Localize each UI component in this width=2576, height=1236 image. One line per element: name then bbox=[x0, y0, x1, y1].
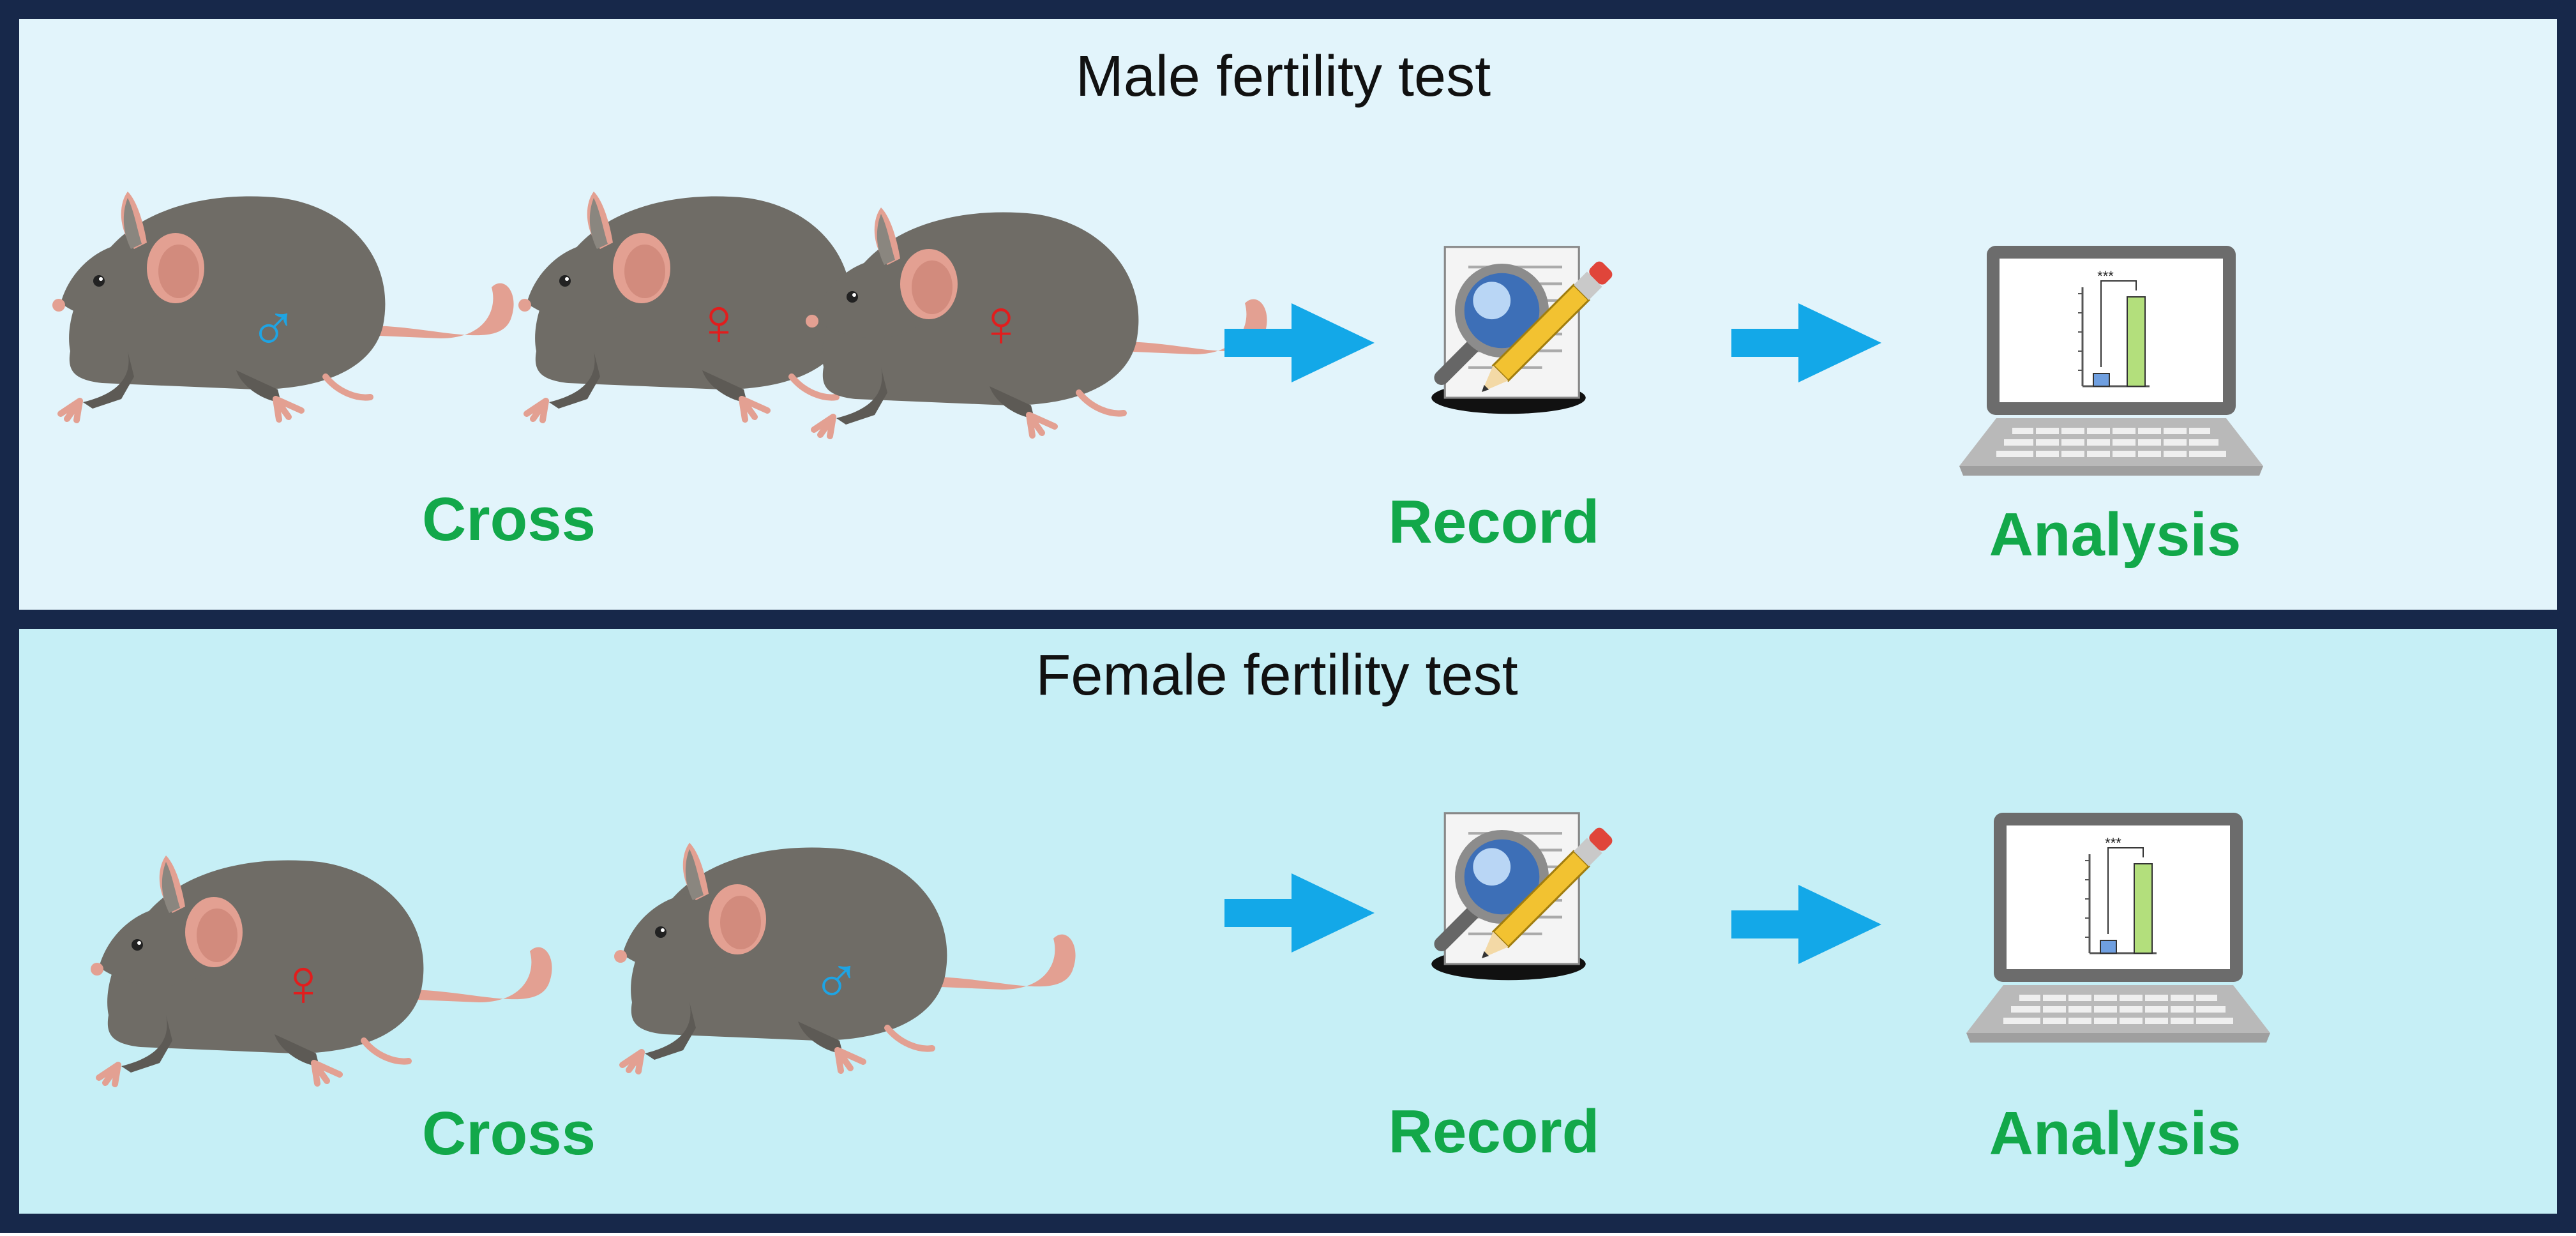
female-symbol: ♀ bbox=[694, 285, 744, 359]
panel-title: Male fertility test bbox=[1076, 45, 1491, 109]
female-symbol: ♀ bbox=[976, 286, 1027, 361]
step-label-record: Record bbox=[1389, 488, 1600, 556]
panel-title: Female fertility test bbox=[1036, 644, 1518, 707]
step-label-cross: Cross bbox=[422, 485, 596, 554]
step-label-cross: Cross bbox=[422, 1099, 596, 1168]
step-label-record: Record bbox=[1389, 1097, 1600, 1166]
step-label-analysis: Analysis bbox=[1989, 501, 2241, 569]
significance-label: *** bbox=[2105, 835, 2121, 851]
step-label-analysis: Analysis bbox=[1989, 1099, 2241, 1168]
significance-label: *** bbox=[2097, 268, 2114, 284]
female-symbol: ♀ bbox=[278, 946, 329, 1020]
male-symbol: ♂ bbox=[811, 944, 862, 1018]
male-symbol: ♂ bbox=[248, 291, 299, 366]
